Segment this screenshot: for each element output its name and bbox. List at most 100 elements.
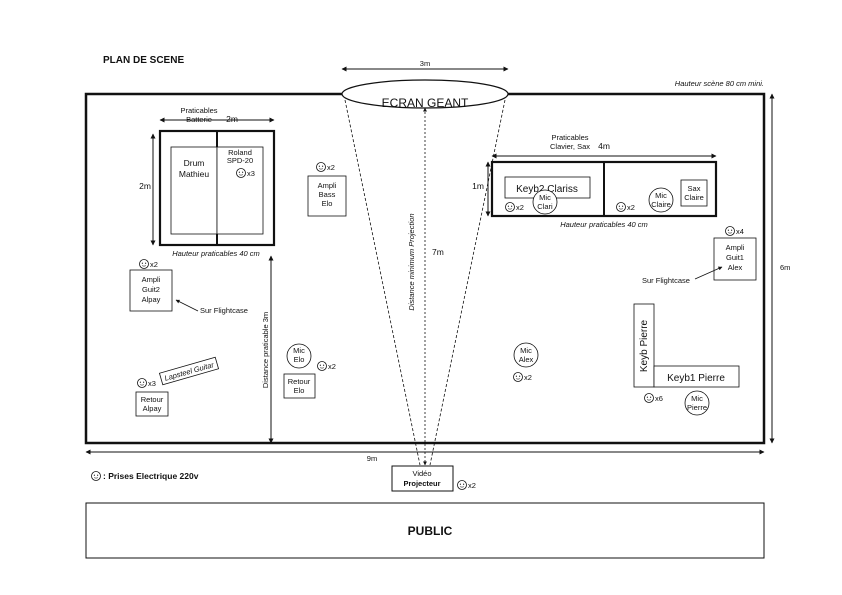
mic-alex-line-2: Alex (519, 355, 534, 364)
page-title: PLAN DE SCENE (103, 55, 184, 66)
ampli-guit1-line-3: Alex (728, 263, 743, 272)
power-outlet-icon (457, 480, 467, 490)
mic-elo (286, 343, 312, 369)
ampli-guit2-outlets: x2 (150, 260, 158, 269)
keyb1-pierre (653, 365, 740, 388)
roland-line-2: SPD-20 (227, 156, 253, 165)
ampli-guit2-line-2: Guit2 (142, 285, 160, 294)
ampli-bass (307, 175, 347, 217)
keys-height-note: Hauteur praticables 40 cm (560, 220, 648, 229)
public-area (85, 502, 765, 559)
retour-alpay-line-1: Retour (141, 395, 164, 404)
drum-line-1: Drum (184, 158, 205, 168)
drum-risers-label-1: Praticables (180, 106, 217, 115)
keys-depth-label: 1m (472, 181, 484, 191)
projection-cone-right (429, 99, 506, 466)
projection-cone-left (344, 99, 421, 466)
ampli-guit1 (713, 237, 757, 281)
power-outlet-icon (616, 202, 626, 212)
ampli-guit1-line-2: Guit1 (726, 253, 744, 262)
ampli-bass-line-2: Bass (319, 190, 336, 199)
mic-claire-outlets: x2 (627, 203, 635, 212)
roland-outlets: x3 (247, 169, 255, 178)
projector-line-2: Projecteur (403, 479, 440, 488)
mic-clari-line-1: Mic (539, 193, 551, 202)
retour-elo-line-2: Elo (294, 386, 305, 395)
keyb-pierre-label: Keyb Pierre (639, 319, 650, 372)
public-label: PUBLIC (408, 524, 453, 538)
retour-alpay (135, 391, 169, 417)
power-outlet-icon (316, 162, 326, 172)
mic-pierre-line-1: Mic (691, 394, 703, 403)
drum-width-label: 2m (226, 114, 238, 124)
power-outlet-icon (505, 202, 515, 212)
mic-clari-line-2: Clari (537, 202, 553, 211)
roland-pad (216, 146, 264, 235)
mic-alex-outlets: x2 (524, 373, 532, 382)
projection-distance-label: 7m (432, 247, 444, 257)
retour-alpay-outlets: x3 (148, 379, 156, 388)
keyb2-label: Keyb2 Clariss (516, 184, 578, 195)
drum-height-note: Hauteur praticables 40 cm (172, 249, 260, 258)
ampli-guit2 (129, 269, 173, 312)
power-outlet-icon (137, 378, 147, 388)
legend-label: : Prises Electrique 220v (103, 471, 199, 481)
sax-claire (680, 179, 708, 207)
power-outlet-icon (644, 393, 654, 403)
power-outlet-icon (236, 168, 246, 178)
sax-line-2: Claire (684, 193, 704, 202)
flightcase-left-arrow (175, 299, 199, 312)
mic-elo-line-1: Mic (293, 346, 305, 355)
ampli-guit1-line-1: Ampli (726, 243, 745, 252)
flightcase-right-arrow (694, 266, 723, 280)
lapsteel-guitar (158, 356, 220, 386)
power-outlet-icon (317, 361, 327, 371)
keys-width-label: 4m (598, 141, 610, 151)
mic-elo-line-2: Elo (294, 355, 305, 364)
retour-elo (283, 373, 316, 399)
drum-line-2: Mathieu (179, 169, 210, 179)
keyb1-pierre-label: Keyb1 Pierre (667, 373, 725, 384)
projector-line-1: Vidéo (412, 469, 431, 478)
power-outlet-icon (725, 226, 735, 236)
stage-width-label: 9m (367, 454, 377, 463)
ampli-bass-outlets: x2 (327, 163, 335, 172)
mic-pierre (684, 390, 710, 416)
mic-clari (532, 189, 558, 215)
flightcase-left-label: Sur Flightcase (200, 306, 248, 315)
stage-height-note: Hauteur scène 80 cm mini. (675, 79, 764, 88)
giant-screen-label: ECRAN GEANT (382, 96, 469, 110)
keys-risers-label-2: Clavier, Sax (550, 142, 590, 151)
projection-min-label: Distance minimum Projection (407, 213, 416, 310)
stage-depth-label: 6m (780, 263, 790, 272)
power-outlet-icon (513, 372, 523, 382)
keys-risers-label-1: Praticables (551, 133, 588, 142)
front-distance-label: Distance praticable 3m (261, 312, 270, 388)
ampli-bass-line-1: Ampli (318, 181, 337, 190)
ampli-guit2-line-3: Alpay (142, 295, 161, 304)
sax-line-1: Sax (688, 184, 701, 193)
retour-elo-outlets: x2 (328, 362, 336, 371)
power-outlet-icon (139, 259, 149, 269)
keyb-pierre (633, 303, 655, 388)
mic-alex-line-1: Mic (520, 346, 532, 355)
ampli-guit2-line-1: Ampli (142, 275, 161, 284)
mic-claire (648, 187, 674, 213)
keyb-pierre-outlets: x6 (655, 394, 663, 403)
retour-alpay-line-2: Alpay (143, 404, 162, 413)
mic-claire-line-2: Claire (651, 200, 671, 209)
mic-pierre-line-2: Pierre (687, 403, 707, 412)
projector-outlets: x2 (468, 481, 476, 490)
mic-alex (513, 342, 539, 368)
retour-elo-line-1: Retour (288, 377, 311, 386)
drum-depth-label: 2m (139, 181, 151, 191)
mic-claire-line-1: Mic (655, 191, 667, 200)
power-outlet-icon (91, 471, 101, 481)
roland-line-1: Roland (228, 148, 252, 157)
screen-width-label: 3m (420, 59, 430, 68)
video-projector (391, 465, 454, 492)
ampli-bass-line-3: Elo (322, 199, 333, 208)
ampli-guit1-outlets: x4 (736, 227, 744, 236)
flightcase-right-label: Sur Flightcase (642, 276, 690, 285)
